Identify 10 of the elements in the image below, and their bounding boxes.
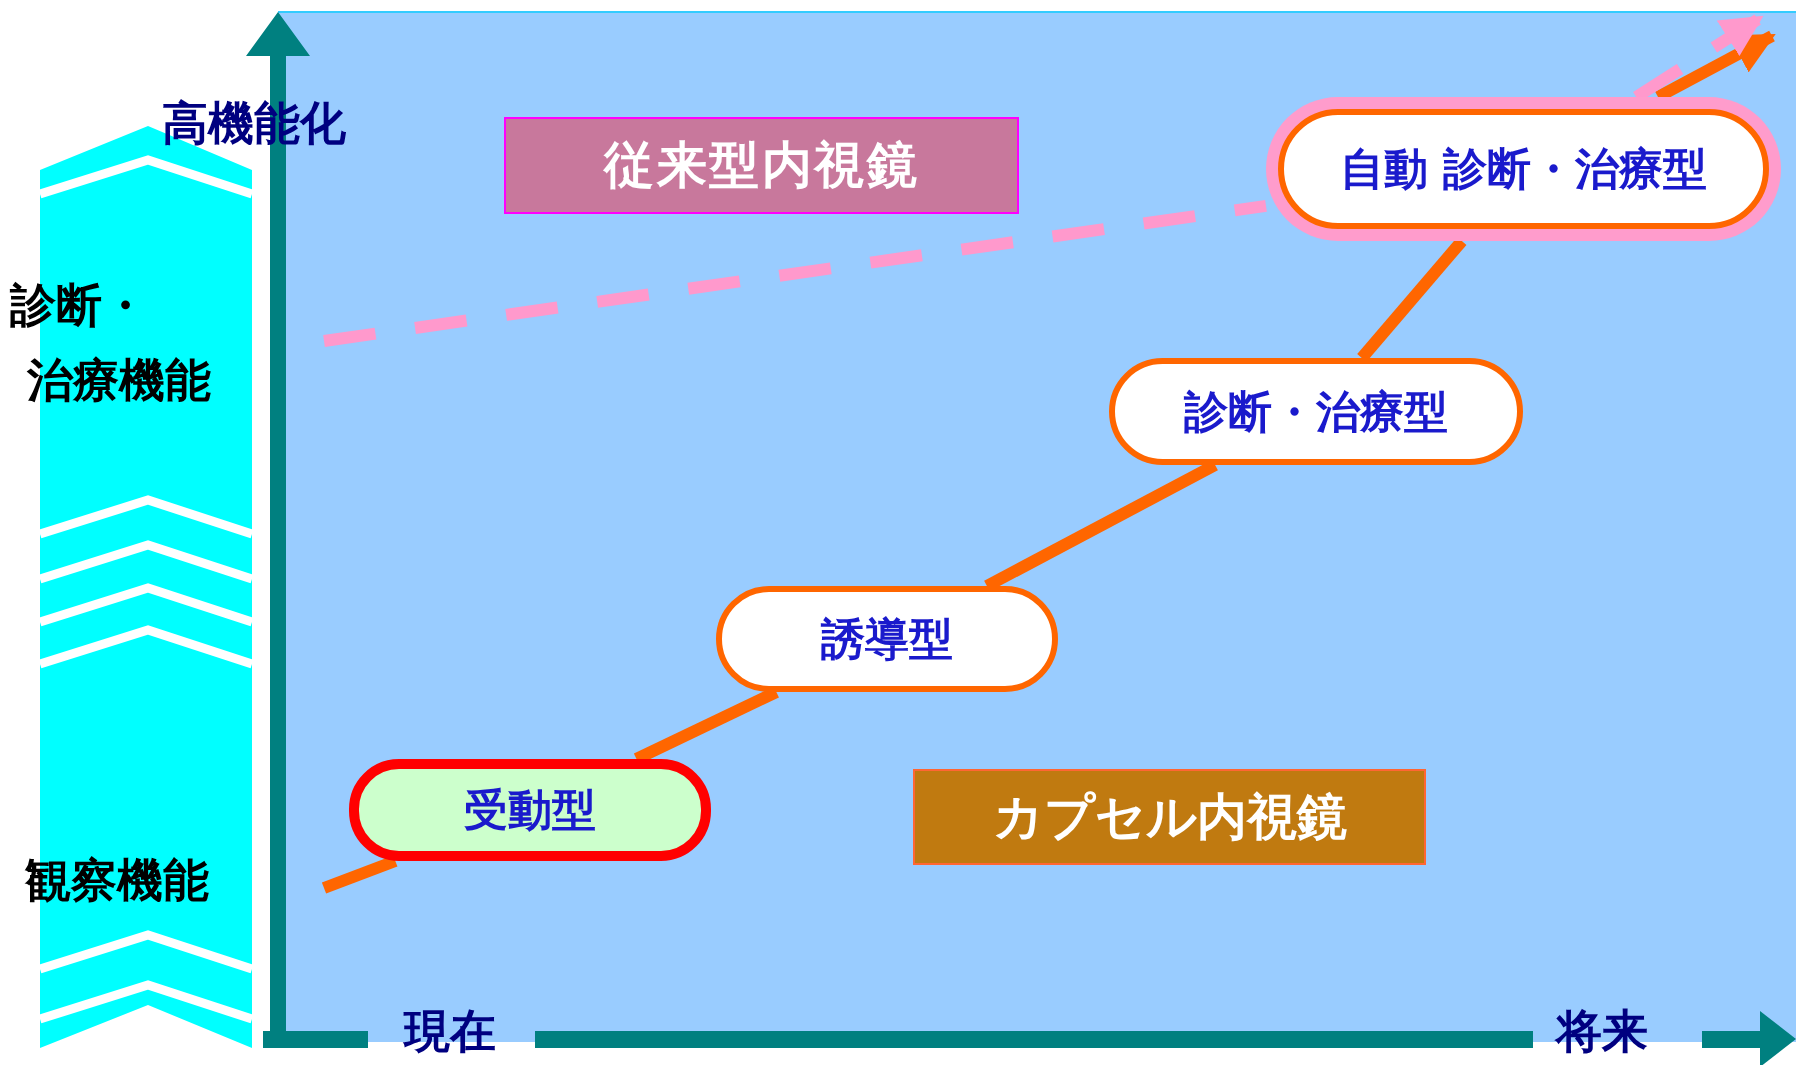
axis-label: 将来 [1556, 1008, 1648, 1054]
node-label: 自動 診断・治療型 [1339, 142, 1708, 196]
axis-label: 現在 [404, 1008, 496, 1054]
node-label: カプセル内視鏡 [992, 786, 1347, 848]
node-label: 誘導型 [821, 612, 953, 666]
category-box [504, 117, 1019, 214]
category-box [913, 769, 1426, 865]
node-label: 従来型内視鏡 [604, 135, 919, 196]
node-label: 診断・治療型 [1184, 384, 1448, 439]
node-label: 受動型 [464, 783, 596, 837]
